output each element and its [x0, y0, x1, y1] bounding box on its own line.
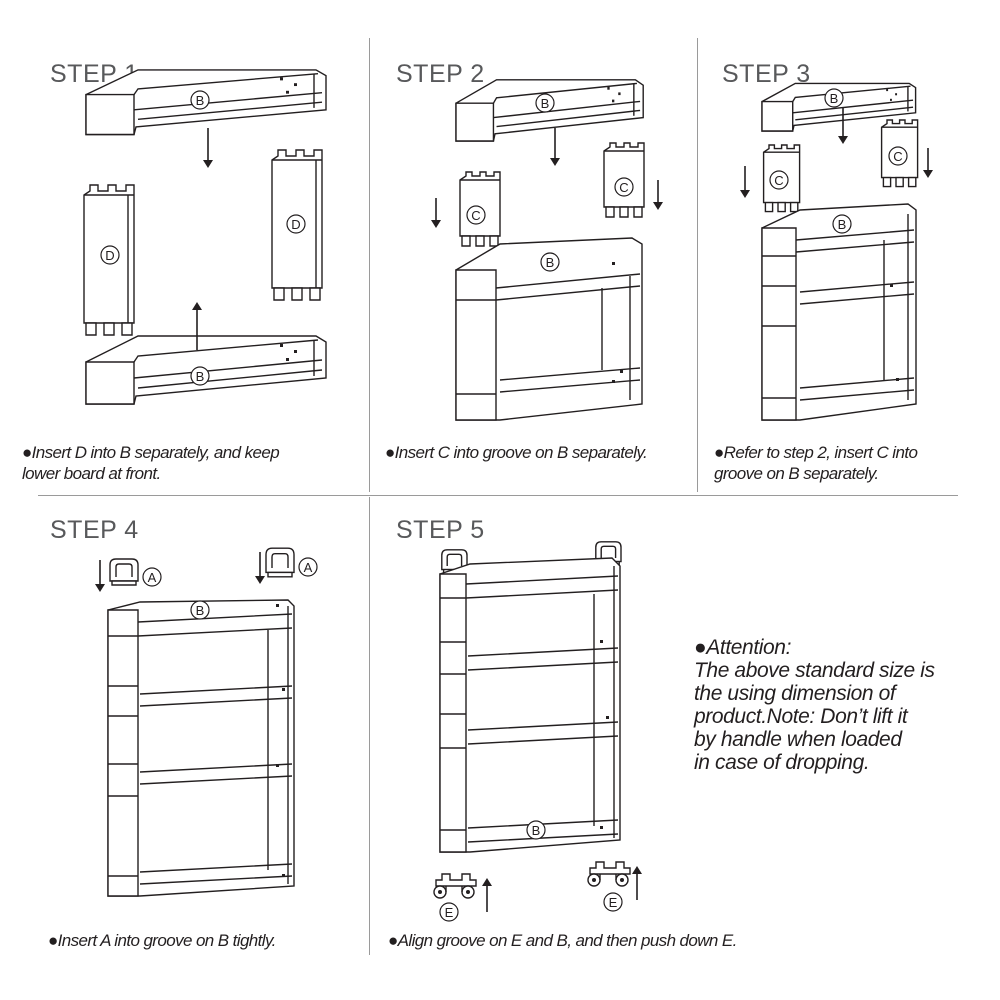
step-2-frame: [456, 238, 642, 420]
label-a-step4-left-text: A: [148, 570, 157, 585]
label-d-step1-right: D: [286, 214, 306, 234]
step-5-caption-line-1: ●Align groove on E and B, and then push …: [388, 931, 737, 950]
label-e-step5-left: E: [439, 902, 459, 922]
divider-vertical-2: [697, 38, 698, 492]
label-e-step5-left-text: E: [445, 905, 454, 920]
label-c-step3-left: C: [769, 170, 789, 190]
label-c-step3-right-text: C: [893, 149, 902, 164]
label-b-step5: B: [526, 820, 546, 840]
label-b-step3-frame-text: B: [838, 217, 847, 232]
label-a-step4-left: A: [142, 567, 162, 587]
label-d-step1-right-text: D: [291, 217, 300, 232]
label-b-step1-top-text: B: [196, 93, 205, 108]
step-3-frame: [762, 204, 916, 420]
label-c-step3-right: C: [888, 146, 908, 166]
step-2-caption-line-1: ●Insert C into groove on B separately.: [385, 443, 648, 462]
label-b-step2-frame: B: [540, 252, 560, 272]
step-3-caption-line-2: groove on B separately.: [714, 464, 879, 483]
label-b-step1-bottom: B: [190, 366, 210, 386]
step-3-caption: ●Refer to step 2, insert C into groove o…: [714, 442, 984, 484]
label-c-step2-left-text: C: [471, 208, 480, 223]
label-c-step2-left: C: [466, 205, 486, 225]
attention-heading: ●Attention:: [694, 636, 792, 659]
label-c-step3-left-text: C: [774, 173, 783, 188]
label-d-step1-left-text: D: [105, 248, 114, 263]
label-a-step4-right-text: A: [304, 560, 313, 575]
attention-line-5: in case of dropping.: [694, 751, 870, 774]
step-5-left-caster: [433, 873, 477, 899]
attention-line-1: The above standard size is: [694, 659, 935, 682]
label-b-step2-top-text: B: [541, 96, 550, 111]
step-2-title: STEP 2: [396, 60, 485, 88]
step-3-caption-line-1: ●Refer to step 2, insert C into: [714, 443, 918, 462]
step-1-caption-line-1: ●Insert D into B separately, and keep: [22, 443, 280, 462]
divider-horizontal: [38, 495, 958, 496]
label-b-step2-frame-text: B: [546, 255, 555, 270]
step-4-right-handle: [265, 547, 295, 578]
divider-vertical-1: [369, 38, 370, 492]
label-b-step3-frame: B: [832, 214, 852, 234]
step-5-title: STEP 5: [396, 516, 485, 544]
attention-line-2: the using dimension of: [694, 682, 896, 705]
divider-vertical-3: [369, 497, 370, 955]
step-4-left-handle: [109, 558, 139, 586]
label-c-step2-right: C: [614, 177, 634, 197]
step-1-caption-line-2: lower board at front.: [22, 464, 161, 483]
label-e-step5-right: E: [603, 892, 623, 912]
label-b-step2-top: B: [535, 93, 555, 113]
label-b-step1-top: B: [190, 90, 210, 110]
label-b-step5-text: B: [532, 823, 541, 838]
step-5-caption: ●Align groove on E and B, and then push …: [388, 930, 948, 951]
step-4-caption-line-1: ●Insert A into groove on B tightly.: [48, 931, 276, 950]
label-b-step4: B: [190, 600, 210, 620]
step-4-title: STEP 4: [50, 516, 139, 544]
step-1-caption: ●Insert D into B separately, and keep lo…: [22, 442, 362, 484]
attention-line-4: by handle when loaded: [694, 728, 902, 751]
label-e-step5-right-text: E: [609, 895, 618, 910]
step-2-caption: ●Insert C into groove on B separately.: [385, 442, 690, 463]
label-a-step4-right: A: [298, 557, 318, 577]
label-b-step3-top: B: [824, 88, 844, 108]
step-4-frame: [108, 600, 294, 896]
label-c-step2-right-text: C: [619, 180, 628, 195]
label-b-step4-text: B: [196, 603, 205, 618]
label-b-step3-top-text: B: [830, 91, 839, 106]
label-b-step1-bottom-text: B: [196, 369, 205, 384]
attention-line-3: product.Note: Don’t lift it: [694, 705, 908, 728]
step-4-caption: ●Insert A into groove on B tightly.: [48, 930, 358, 951]
label-d-step1-left: D: [100, 245, 120, 265]
step-5-frame: [440, 558, 620, 852]
attention-note: ●Attention: The above standard size is t…: [694, 636, 994, 774]
step-5-right-caster: [587, 861, 631, 887]
